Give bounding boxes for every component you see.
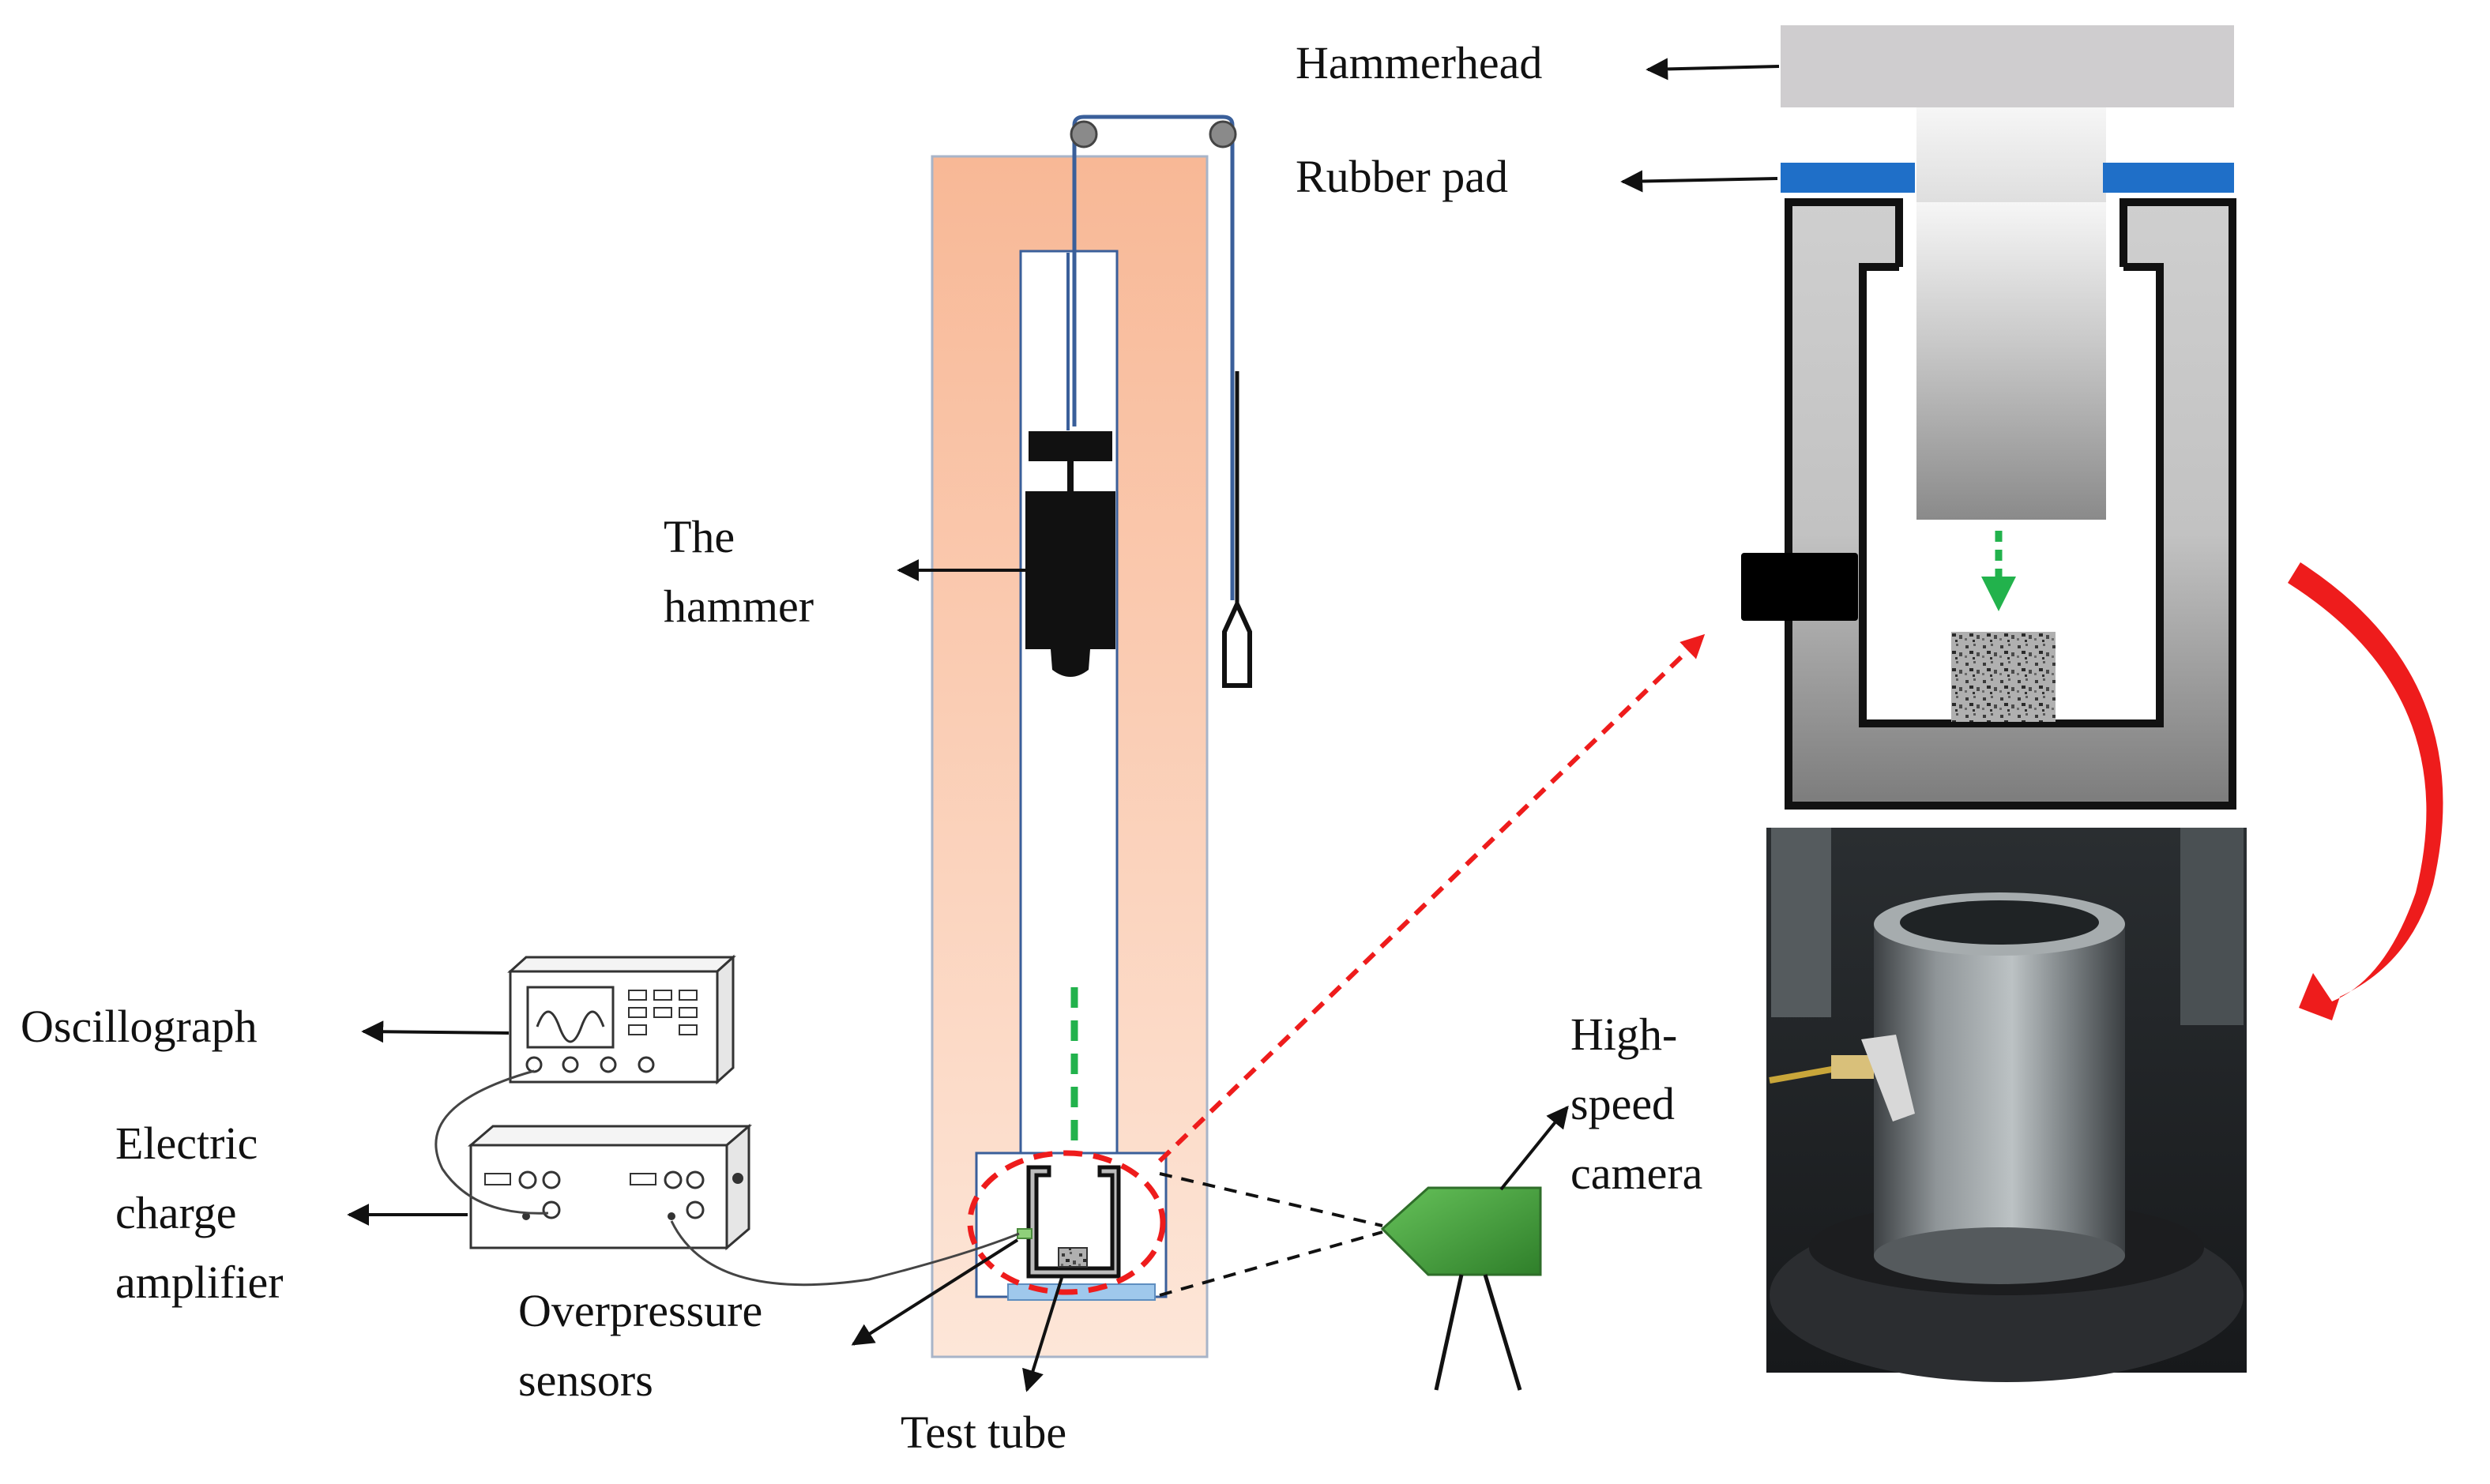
amp-dot-2 bbox=[668, 1212, 675, 1220]
charge-amplifier bbox=[467, 1123, 753, 1251]
counterweight bbox=[1222, 598, 1252, 688]
hammer-crossbar bbox=[1029, 431, 1112, 461]
inner-drop-arrow-head bbox=[1981, 577, 2016, 611]
amp-knob-6 bbox=[686, 1200, 705, 1219]
amp-knob-5 bbox=[686, 1170, 705, 1189]
oscillograph-side bbox=[716, 954, 735, 1085]
photo-post-left bbox=[1771, 828, 1831, 1017]
pulley-left bbox=[1070, 120, 1098, 148]
photo-cylinder-body bbox=[1874, 924, 2125, 1256]
test-tube-sample bbox=[1058, 1247, 1088, 1268]
label-the-hammer-2: hammer bbox=[664, 580, 814, 632]
drop-tower bbox=[931, 115, 1252, 1358]
leader-test-tube bbox=[1022, 1277, 1063, 1392]
osc-button-8 bbox=[679, 1024, 698, 1035]
label-overpressure-sensors-2: sensors bbox=[518, 1354, 653, 1406]
label-charge-amplifier-1: Electric bbox=[115, 1118, 258, 1169]
pulley-right bbox=[1209, 120, 1237, 148]
cable-amp-to-sensor bbox=[670, 1220, 1020, 1287]
photo-cylinder-opening bbox=[1900, 900, 2099, 945]
overpressure-sensor-tip bbox=[1017, 1228, 1032, 1239]
osc-button-1 bbox=[628, 990, 647, 1001]
rubber-pad-left bbox=[1781, 163, 1915, 193]
camera-body bbox=[1380, 1186, 1542, 1276]
amp-slot-left bbox=[484, 1173, 511, 1185]
leader-rubber-pad bbox=[1620, 170, 1778, 193]
amp-knob-2 bbox=[542, 1170, 561, 1189]
label-high-speed-camera-1: High- bbox=[1570, 1009, 1678, 1060]
photo-sensor-body bbox=[1831, 1055, 1874, 1079]
leader-oscillograph bbox=[361, 1020, 510, 1043]
test-tube-outer bbox=[1026, 1165, 1121, 1279]
leader-camera bbox=[1499, 1105, 1569, 1191]
photo-tape bbox=[1861, 1035, 1915, 1121]
osc-button-7 bbox=[628, 1024, 647, 1035]
oscillograph-top bbox=[507, 956, 736, 973]
amplifier-front bbox=[469, 1144, 728, 1249]
osc-button-5 bbox=[653, 1007, 672, 1018]
camera-tripod-left bbox=[1434, 1274, 1464, 1391]
amp-side-jack bbox=[732, 1173, 743, 1184]
label-charge-amplifier-3: amplifier bbox=[115, 1257, 284, 1308]
osc-button-4 bbox=[628, 1007, 647, 1018]
leader-hammerhead bbox=[1646, 58, 1780, 81]
label-high-speed-camera-3: camera bbox=[1570, 1148, 1703, 1199]
label-overpressure-sensors-1: Overpressure bbox=[518, 1285, 763, 1336]
sensor-port-block bbox=[1741, 553, 1858, 621]
osc-knob-1 bbox=[525, 1056, 543, 1073]
osc-knob-3 bbox=[600, 1056, 617, 1073]
leader-overpressure bbox=[851, 1238, 1019, 1346]
chamber-bore-outline bbox=[1859, 263, 2164, 727]
photo-cylinder-bottom bbox=[1874, 1227, 2125, 1284]
test-tube-photo bbox=[1766, 828, 2247, 1382]
amp-dot-1 bbox=[522, 1212, 530, 1220]
camera-view-top bbox=[1159, 1172, 1383, 1227]
label-oscillograph: Oscillograph bbox=[21, 1001, 258, 1052]
amp-slot-right bbox=[630, 1173, 656, 1185]
label-charge-amplifier-2: charge bbox=[115, 1187, 237, 1238]
amplifier-top bbox=[467, 1125, 753, 1147]
label-rubber-pad: Rubber pad bbox=[1296, 151, 1508, 202]
osc-button-3 bbox=[679, 990, 698, 1001]
zoom-ellipse bbox=[967, 1150, 1166, 1295]
enlarged-chamber bbox=[1741, 25, 2236, 810]
camera-view-bottom bbox=[1159, 1230, 1383, 1297]
photo-post-right bbox=[2180, 828, 2244, 1025]
label-the-hammer-1: The bbox=[664, 511, 735, 562]
camera-tripod-right bbox=[1483, 1274, 1522, 1391]
amp-knob-1 bbox=[518, 1170, 537, 1189]
label-hammerhead: Hammerhead bbox=[1296, 37, 1543, 88]
amp-knob-3 bbox=[542, 1200, 561, 1219]
hammerhead-block bbox=[1781, 25, 2234, 107]
amplifier-side bbox=[725, 1123, 750, 1251]
amp-knob-4 bbox=[664, 1170, 683, 1189]
hammer-tip bbox=[1051, 649, 1090, 677]
punch-rod-inner bbox=[1916, 202, 2106, 520]
oscillograph-wave-icon bbox=[536, 1010, 605, 1043]
photo-sensor-cable bbox=[1769, 1065, 1841, 1084]
label-high-speed-camera-2: speed bbox=[1570, 1078, 1676, 1129]
osc-button-6 bbox=[679, 1007, 698, 1018]
osc-knob-4 bbox=[638, 1056, 655, 1073]
high-speed-camera bbox=[1159, 1172, 1542, 1391]
label-test-tube: Test tube bbox=[901, 1407, 1067, 1458]
chamber-sample bbox=[1951, 632, 2056, 722]
zoom-link-arrow bbox=[1157, 633, 1706, 1163]
cable-osc-to-amp bbox=[434, 1069, 549, 1215]
oscillograph bbox=[507, 954, 736, 1085]
osc-button-2 bbox=[653, 990, 672, 1001]
pulley-rope bbox=[1072, 115, 1235, 600]
curved-red-arrow bbox=[2288, 562, 2443, 1020]
rubber-pad-right bbox=[2103, 163, 2234, 193]
osc-knob-2 bbox=[562, 1056, 579, 1073]
hammer-body bbox=[1025, 491, 1115, 649]
